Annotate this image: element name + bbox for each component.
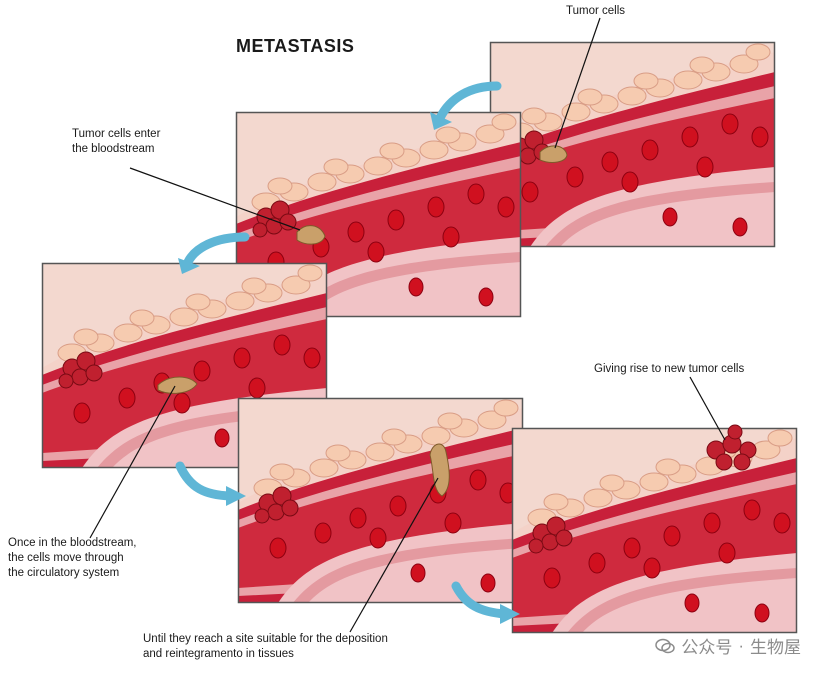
leader-new xyxy=(689,376,726,441)
label-move-through: Once in the bloodstream, the cells move … xyxy=(8,537,137,579)
arrow-2 xyxy=(183,232,250,267)
new-tumor-cluster xyxy=(706,424,757,471)
diagram-title: METASTASIS xyxy=(236,36,355,56)
label-new-tumor-cells: Giving rise to new tumor cells xyxy=(594,363,745,375)
watermark-channel: 公众号 xyxy=(681,638,733,657)
tumor-cell-1 xyxy=(539,145,568,163)
watermark-name: 生物屋 xyxy=(750,638,801,657)
chat-icon xyxy=(655,638,676,654)
panel-4 xyxy=(237,397,524,604)
leader-reach xyxy=(349,477,439,633)
watermark: 公众号 · 生物屋 xyxy=(655,633,801,658)
leader-tumor-cells xyxy=(554,17,601,149)
leader-move xyxy=(89,385,176,539)
label-enter-bloodstream: Tumor cells enter the bloodstream xyxy=(72,128,161,155)
label-tumor-cells: Tumor cells xyxy=(566,5,625,17)
tumor-cell-3 xyxy=(157,376,198,394)
leader-enter xyxy=(129,167,301,231)
tumor-cell-2 xyxy=(296,225,326,245)
arrow-3 xyxy=(175,461,235,501)
panel-1 xyxy=(489,41,776,248)
label-reach-site: Until they reach a site suitable for the… xyxy=(143,633,388,660)
arrow-4 xyxy=(451,581,510,619)
panel-5 xyxy=(511,427,798,634)
watermark-separator: · xyxy=(738,635,744,655)
arrow-1 xyxy=(435,81,502,123)
